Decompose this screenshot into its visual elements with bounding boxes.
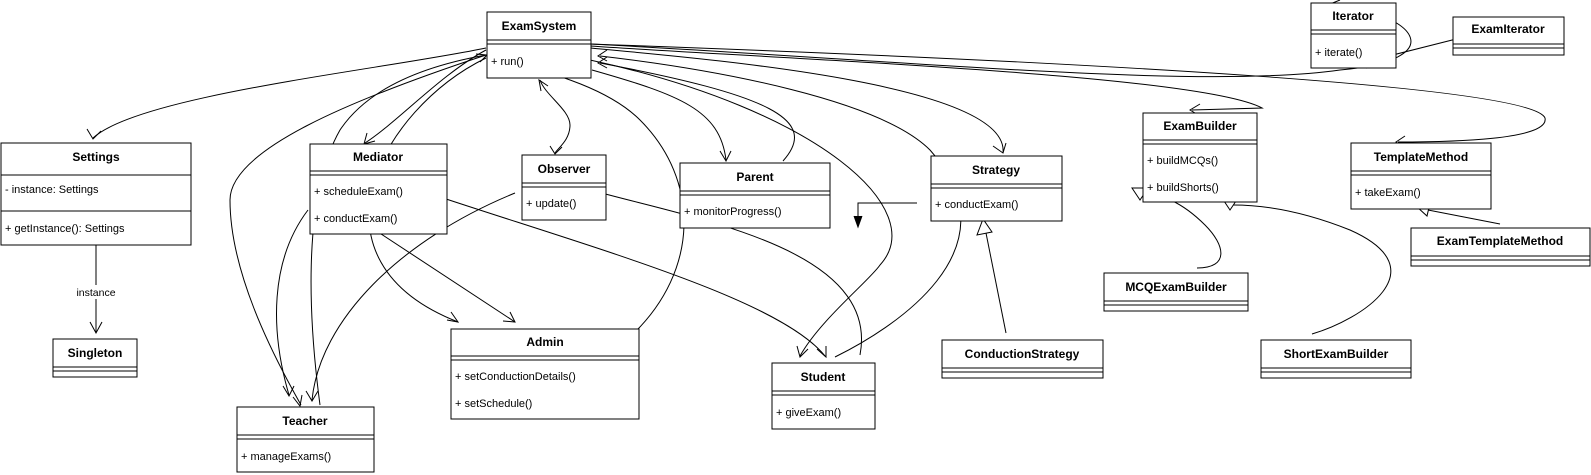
edge-examsystem-exambuilder [589,45,1264,111]
class-name: Teacher [282,414,327,428]
class-name: ExamSystem [502,19,577,33]
class-name: ExamBuilder [1163,119,1237,133]
operation: + update() [526,198,576,210]
class-admin[interactable]: Admin + setConductionDetails() + setSche… [450,328,640,420]
class-shortexambuilder[interactable]: ShortExamBuilder [1260,339,1412,379]
arrowhead-parent [719,150,732,163]
edges [86,0,1546,408]
arrowhead-conduction-strategy [976,217,993,236]
arrowhead-teacher-b [282,385,295,398]
arrowhead-es-from-observer [538,78,549,92]
edge-mediator-student [439,196,826,357]
class-observer[interactable]: Observer + update() [521,154,607,221]
edge-parent-examsystem [599,62,795,162]
operation: + buildMCQs() [1147,155,1218,167]
edge-examsystem-mediator [364,49,487,144]
edge-examsystem-observer [539,79,571,154]
arrowhead-singleton [89,321,103,335]
class-parent[interactable]: Parent + monitorProgress() [679,162,831,229]
class-mediator[interactable]: Mediator + scheduleExam() + conductExam(… [309,143,448,235]
arrowhead-strategy-stub [853,215,863,229]
class-name: Iterator [1332,9,1374,23]
class-templatemethod[interactable]: TemplateMethod + takeExam() [1350,142,1492,210]
arrowhead-admin [446,311,460,323]
edge-observer-student [597,191,863,356]
arrowhead-teacher-a [292,394,303,408]
class-name: Singleton [68,346,123,360]
operation: + getInstance(): Settings [5,223,125,235]
operation: + scheduleExam() [314,186,403,198]
edge-label-bg [70,285,122,299]
edge-student-examsystem [599,55,962,358]
edge-examsystem-templatemethod [589,43,1546,143]
edge-examtemplate-templatemethod [1427,209,1501,225]
edge-examsystem-parent [591,69,727,161]
class-name: Strategy [972,163,1020,177]
class-name: ExamIterator [1471,22,1545,36]
edge-short-exambuilder [1232,204,1392,335]
class-name: ShortExamBuilder [1284,347,1389,361]
operation: + takeExam() [1355,187,1421,199]
operation: + conductExam() [314,213,397,225]
operation: + conductExam() [935,199,1018,211]
edge-examsystem-student-a [589,59,893,357]
class-settings[interactable]: Settings - instance: Settings + getInsta… [0,142,192,246]
attribute: - instance: Settings [5,184,99,196]
edge-label-instance: instance [76,287,115,299]
arrowhead-es-from-student [597,49,608,62]
class-iterator[interactable]: Iterator + iterate() [1310,2,1397,69]
class-mcqexambuilder[interactable]: MCQExamBuilder [1103,272,1249,312]
operation: + buildShorts() [1147,182,1219,194]
arrowhead-admin-from-mediator [502,311,516,323]
class-name: ConductionStrategy [965,347,1080,361]
operation: + iterate() [1315,47,1362,59]
class-name: Parent [736,170,773,184]
arrowhead-strategy [992,142,1007,154]
class-name: Student [801,370,846,384]
operation: + setConductionDetails() [455,371,576,383]
class-conductionstrategy[interactable]: ConductionStrategy [941,339,1104,379]
class-examtemplatemethod[interactable]: ExamTemplateMethod [1410,227,1591,267]
edge-mediator-admin [374,229,516,323]
arrowhead-teacher-c [305,390,319,402]
arrowhead-settings [86,128,102,140]
arrowhead-student-a [796,345,809,358]
arrowhead-observer [549,145,563,155]
class-examiterator[interactable]: ExamIterator [1452,16,1565,56]
operation: + setSchedule() [455,398,532,410]
class-name: MCQExamBuilder [1125,280,1227,294]
operation: + manageExams() [241,451,331,463]
edge-teacher-examsystem [310,54,487,406]
class-strategy[interactable]: Strategy + conductExam() [930,155,1063,222]
edge-examsystem-settings [92,47,487,139]
class-student[interactable]: Student + giveExam() [771,362,876,430]
edge-examsystem-iterator [589,3,1412,78]
arrowhead-student-b [816,346,827,359]
class-exambuilder[interactable]: ExamBuilder + buildMCQs() + buildShorts(… [1142,112,1258,203]
class-name: Admin [526,335,563,349]
class-name: TemplateMethod [1374,150,1468,164]
edge-examsystem-strategy [589,47,1004,154]
edge-strategy-stub [857,202,917,223]
class-name: Settings [72,150,120,164]
edge-observer-teacher [311,192,516,401]
class-name: Mediator [353,150,403,164]
class-name: Observer [538,162,591,176]
edge-mediator-teacher [276,209,309,396]
class-singleton[interactable]: Singleton [52,338,138,378]
class-name: ExamTemplateMethod [1437,234,1563,248]
edge-conduction-strategy [985,232,1007,334]
operation: + run() [491,56,524,68]
operation: + giveExam() [776,407,841,419]
class-teacher[interactable]: Teacher + manageExams() [236,406,375,473]
operation: + monitorProgress() [684,206,782,218]
edge-mcq-exambuilder [1142,191,1222,269]
class-examsystem[interactable]: ExamSystem + run() [486,11,592,79]
